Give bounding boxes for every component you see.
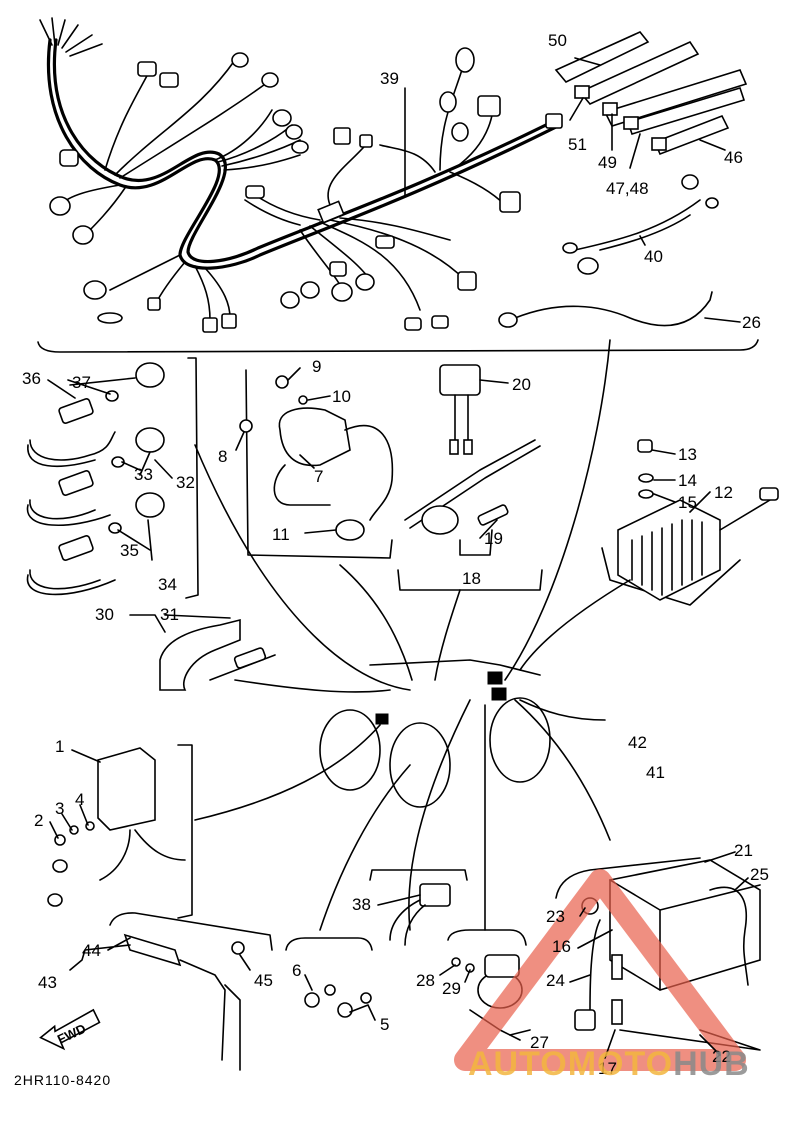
label-44: 44 — [82, 941, 101, 960]
label-31: 31 — [160, 605, 179, 624]
sensor-44 — [123, 933, 245, 1071]
bracket-38 — [369, 869, 468, 881]
label-30: 30 — [95, 605, 114, 624]
bracket-top — [37, 339, 759, 353]
label-18: 18 — [462, 569, 481, 588]
label-27: 27 — [530, 1033, 549, 1052]
label-6: 6 — [292, 961, 301, 980]
label-21: 21 — [734, 841, 753, 860]
lead-40 — [562, 174, 719, 275]
label-39: 39 — [380, 69, 399, 88]
label-9: 9 — [312, 357, 321, 376]
drawing-code: 2HR110-8420 — [14, 1072, 112, 1088]
label-50: 50 — [548, 31, 567, 50]
relay-20 — [439, 364, 481, 455]
label-26: 26 — [742, 313, 761, 332]
label-42: 42 — [628, 733, 647, 752]
bracket-27-29 — [447, 929, 527, 946]
fwd-arrow-icon: FWD — [39, 1008, 101, 1051]
label-24: 24 — [546, 971, 565, 990]
connector-38 — [389, 883, 451, 946]
bracket-18-20 — [397, 569, 543, 591]
label-38: 38 — [352, 895, 371, 914]
label-34: 34 — [158, 575, 177, 594]
label-22: 22 — [712, 1047, 731, 1066]
label-5: 5 — [380, 1015, 389, 1034]
lead-26 — [498, 291, 713, 328]
label-4748: 47,48 — [606, 179, 649, 198]
bolts-5-6 — [304, 984, 372, 1018]
label-25: 25 — [750, 865, 769, 884]
label-36: 36 — [22, 369, 41, 388]
label-35: 35 — [120, 541, 139, 560]
bracket-1-4 — [177, 744, 193, 919]
bands-46-51 — [554, 31, 748, 156]
wire-harness-39 — [39, 17, 563, 333]
rectifier-12 — [617, 439, 779, 601]
frame-outline — [194, 339, 631, 931]
label-1: 1 — [55, 737, 64, 756]
label-8: 8 — [218, 447, 227, 466]
label-33: 33 — [134, 465, 153, 484]
switch-18 — [404, 439, 541, 535]
label-14: 14 — [678, 471, 697, 490]
label-3: 3 — [55, 799, 64, 818]
label-43: 43 — [38, 973, 57, 992]
bracket-5-6 — [285, 937, 373, 951]
label-10: 10 — [332, 387, 351, 406]
cdi-unit-1 — [47, 747, 186, 907]
label-40: 40 — [644, 247, 663, 266]
label-37: 37 — [72, 373, 91, 392]
label-20: 20 — [512, 375, 531, 394]
label-4: 4 — [75, 790, 84, 809]
label-23: 23 — [546, 907, 565, 926]
label-46: 46 — [724, 148, 743, 167]
bracket-32-37 — [185, 357, 199, 599]
label-49: 49 — [598, 153, 617, 172]
label-7: 7 — [314, 467, 323, 486]
label-15: 15 — [678, 493, 697, 512]
label-12: 12 — [714, 483, 733, 502]
fwd-label: FWD — [55, 1021, 88, 1047]
label-16: 16 — [552, 937, 571, 956]
bracket-7-11 — [245, 369, 393, 559]
label-28: 28 — [416, 971, 435, 990]
bracket-43-45 — [109, 912, 273, 951]
bracket-battery — [555, 857, 701, 899]
label-19: 19 — [484, 529, 503, 548]
label-29: 29 — [442, 979, 461, 998]
label-45: 45 — [254, 971, 273, 990]
label-2: 2 — [34, 811, 43, 830]
watermark-text-b: HUB — [673, 1045, 750, 1083]
label-32: 32 — [176, 473, 195, 492]
watermark-text-a: AUTOMOTO — [468, 1045, 674, 1083]
ignition-coil-7 — [239, 375, 394, 541]
label-51: 51 — [568, 135, 587, 154]
watermark-text: AUTOMOTOHUB — [468, 1045, 750, 1084]
label-41: 41 — [646, 763, 665, 782]
label-11: 11 — [272, 525, 290, 544]
label-17: 17 — [598, 1059, 617, 1078]
watermark-logo — [454, 869, 746, 1071]
label-13: 13 — [678, 445, 697, 464]
cable-30 — [159, 618, 276, 691]
leader-lines — [47, 57, 749, 1059]
part-labels: 39 50 51 49 47,48 46 40 26 36 37 33 32 3… — [22, 31, 769, 1078]
